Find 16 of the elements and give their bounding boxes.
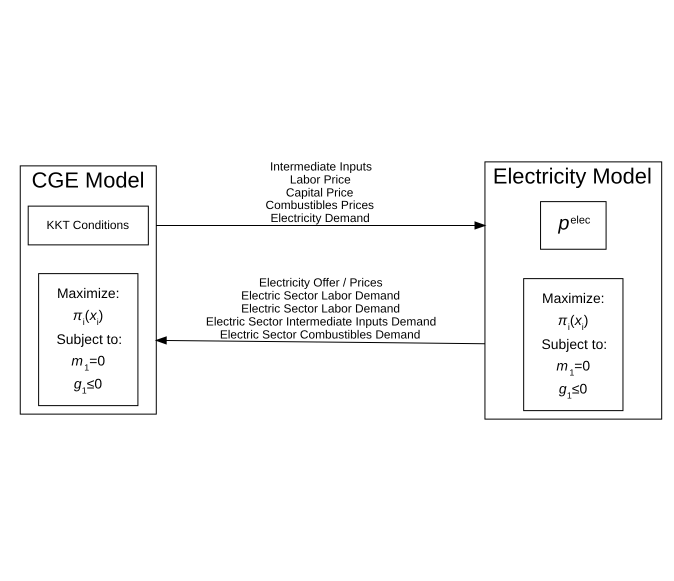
edge-label: Electricity Offer / Prices (259, 276, 383, 290)
edge-label: Labor Price (290, 172, 351, 186)
edge-label: Electric Sector Labor Demand (241, 288, 400, 303)
edge-label: Electric Sector Intermediate Inputs Demand (206, 314, 436, 328)
edge-label: Electric Sector Labor Demand (241, 301, 400, 316)
arrow (156, 221, 486, 230)
edge-label: Combustibles Prices (266, 198, 374, 212)
node-box: p$^{elec}$ (540, 201, 607, 250)
edge-label: Capital Price (286, 185, 354, 200)
node-box: Maximize: π$_{i}$(x$_{i}$) Subject to: m$_{1}$=0 g$_{1}$≤0 (523, 278, 624, 412)
edge-label: Electricity Demand (270, 211, 370, 226)
edge-label: Electric Sector Combustibles Demand (220, 327, 420, 342)
edge-label: Intermediate Inputs (270, 159, 372, 174)
arrow (154, 336, 486, 345)
node-box: Maximize: π$_{i}$(x$_{i}$) Subject to: m$_{1}$=0 g$_{1}$≤0 (38, 273, 138, 406)
node-box: KKT Conditions (28, 206, 149, 246)
